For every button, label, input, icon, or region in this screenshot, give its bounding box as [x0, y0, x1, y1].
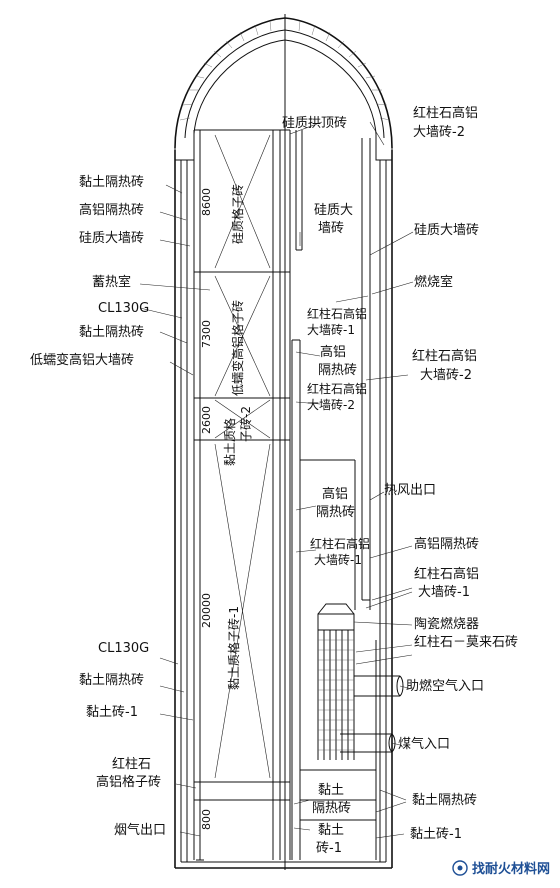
label-mid-andalusite-3b: 大墙砖-1 [314, 552, 362, 567]
label-mid-high-al-1: 高铝 [320, 344, 346, 360]
gas-inlet-pipe [340, 733, 396, 753]
label-left-cl130g-bottom: CL130G [98, 641, 149, 656]
label-mid-silica-wall-2: 墙砖 [318, 221, 344, 236]
outer-shell [174, 150, 393, 869]
label-bottom-mid-clay-1: 黏土 [318, 822, 344, 838]
label-mid-andalusite-1b: 大墙砖-1 [307, 322, 355, 337]
vlabel-silica-checker: 硅质格子砖 [230, 184, 245, 244]
label-andalusite-mullite: 红柱石－莫来石砖 [414, 634, 518, 650]
label-mid-high-al-insul-2: 隔热砖 [316, 505, 355, 520]
vlabel-clay-checker-1: 黏土质格子砖-1 [226, 606, 241, 690]
label-mid-andalusite-3a: 红柱石高铝 [310, 536, 370, 551]
label-right-clay-brick: 黏土砖-1 [410, 826, 462, 842]
label-ceramic-burner: 陶瓷燃烧器 [414, 616, 479, 632]
label-hot-air-outlet: 热风出口 [384, 483, 436, 498]
label-left-clay-brick: 黏土砖-1 [86, 704, 138, 720]
labels: 硅质拱顶砖 红柱石高铝 大墙砖-2 黏土隔热砖 高铝隔热砖 硅质大墙砖 蓄热室 … [30, 105, 518, 856]
dimension-labels: 8600 7300 2600 20000 800 [200, 188, 213, 830]
label-top-right-1: 红柱石高铝 [413, 105, 478, 121]
label-flue-outlet: 烟气出口 [114, 822, 166, 838]
dome [174, 14, 393, 870]
label-left-cl130g-top: CL130G [98, 301, 149, 316]
label-mid-silica-wall-1: 硅质大 [314, 203, 353, 218]
dim-2600: 2600 [200, 406, 213, 434]
ceramic-burner [317, 603, 355, 760]
label-right-andalusite-2a: 红柱石高铝 [412, 348, 477, 364]
label-right-clay-insul: 黏土隔热砖 [412, 792, 477, 808]
label-combustion-chamber: 燃烧室 [414, 274, 453, 290]
label-left-clay-insul-top: 黏土隔热砖 [79, 174, 144, 190]
dim-7300: 7300 [200, 320, 213, 348]
vlabel-clay-checker-a: 黏土质格 [222, 418, 237, 466]
label-mid-andalusite-2b: 大墙砖-2 [307, 397, 355, 412]
regenerator [193, 129, 291, 860]
label-left-andalusite-checker-1: 红柱石 [112, 756, 151, 772]
air-inlet-pipe [354, 675, 404, 697]
watermark-icon [452, 860, 468, 876]
label-top-right-2: 大墙砖-2 [413, 125, 465, 140]
label-mid-andalusite-2a: 红柱石高铝 [307, 381, 367, 396]
label-left-regenerator: 蓄热室 [92, 274, 131, 290]
dim-800: 800 [200, 809, 213, 830]
dim-8600: 8600 [200, 188, 213, 216]
label-top-dome: 硅质拱顶砖 [282, 116, 347, 131]
leader-lines [139, 121, 414, 839]
watermark-text: 找耐火材料网 [472, 861, 550, 877]
label-gas-inlet: 煤气入口 [398, 736, 450, 752]
label-left-silica-wall: 硅质大墙砖 [79, 231, 144, 246]
dim-20000: 20000 [200, 593, 213, 628]
label-mid-high-al-insul-1: 高铝 [322, 486, 348, 502]
label-mid-andalusite-1a: 红柱石高铝 [307, 306, 367, 321]
label-mid-high-al-2: 隔热砖 [318, 363, 357, 378]
label-right-high-al-insul: 高铝隔热砖 [414, 536, 479, 552]
label-bottom-mid-clay-insul-2: 隔热砖 [312, 801, 351, 816]
label-bottom-mid-clay-2: 砖-1 [316, 841, 342, 856]
label-left-low-creep: 低蠕变高铝大墙砖 [30, 352, 134, 368]
vlabel-low-creep-checker: 低蠕变高铝格子砖 [230, 300, 245, 396]
label-left-clay-insul-bottom: 黏土隔热砖 [79, 672, 144, 688]
label-right-andalusite-2b: 大墙砖-2 [420, 368, 472, 383]
label-combustion-air-inlet: 助燃空气入口 [406, 678, 484, 694]
label-right-silica-wall: 硅质大墙砖 [414, 223, 479, 238]
watermark: 找耐火材料网 [452, 860, 550, 877]
vlabel-clay-checker-b: 子砖-2 [238, 406, 253, 442]
vertical-labels: 硅质格子砖 低蠕变高铝格子砖 黏土质格 子砖-2 黏土质格子砖-1 [222, 184, 253, 690]
label-left-andalusite-checker-2: 高铝格子砖 [96, 774, 161, 790]
dimension-chain [196, 129, 204, 861]
combustion-chamber-walls [291, 130, 377, 860]
label-right-andalusite-1a: 红柱石高铝 [414, 566, 479, 582]
label-bottom-mid-clay-insul-1: 黏土 [318, 782, 344, 798]
label-left-clay-insul-mid: 黏土隔热砖 [79, 324, 144, 340]
label-right-andalusite-1b: 大墙砖-1 [418, 585, 470, 600]
label-left-high-al-insul: 高铝隔热砖 [79, 202, 144, 218]
